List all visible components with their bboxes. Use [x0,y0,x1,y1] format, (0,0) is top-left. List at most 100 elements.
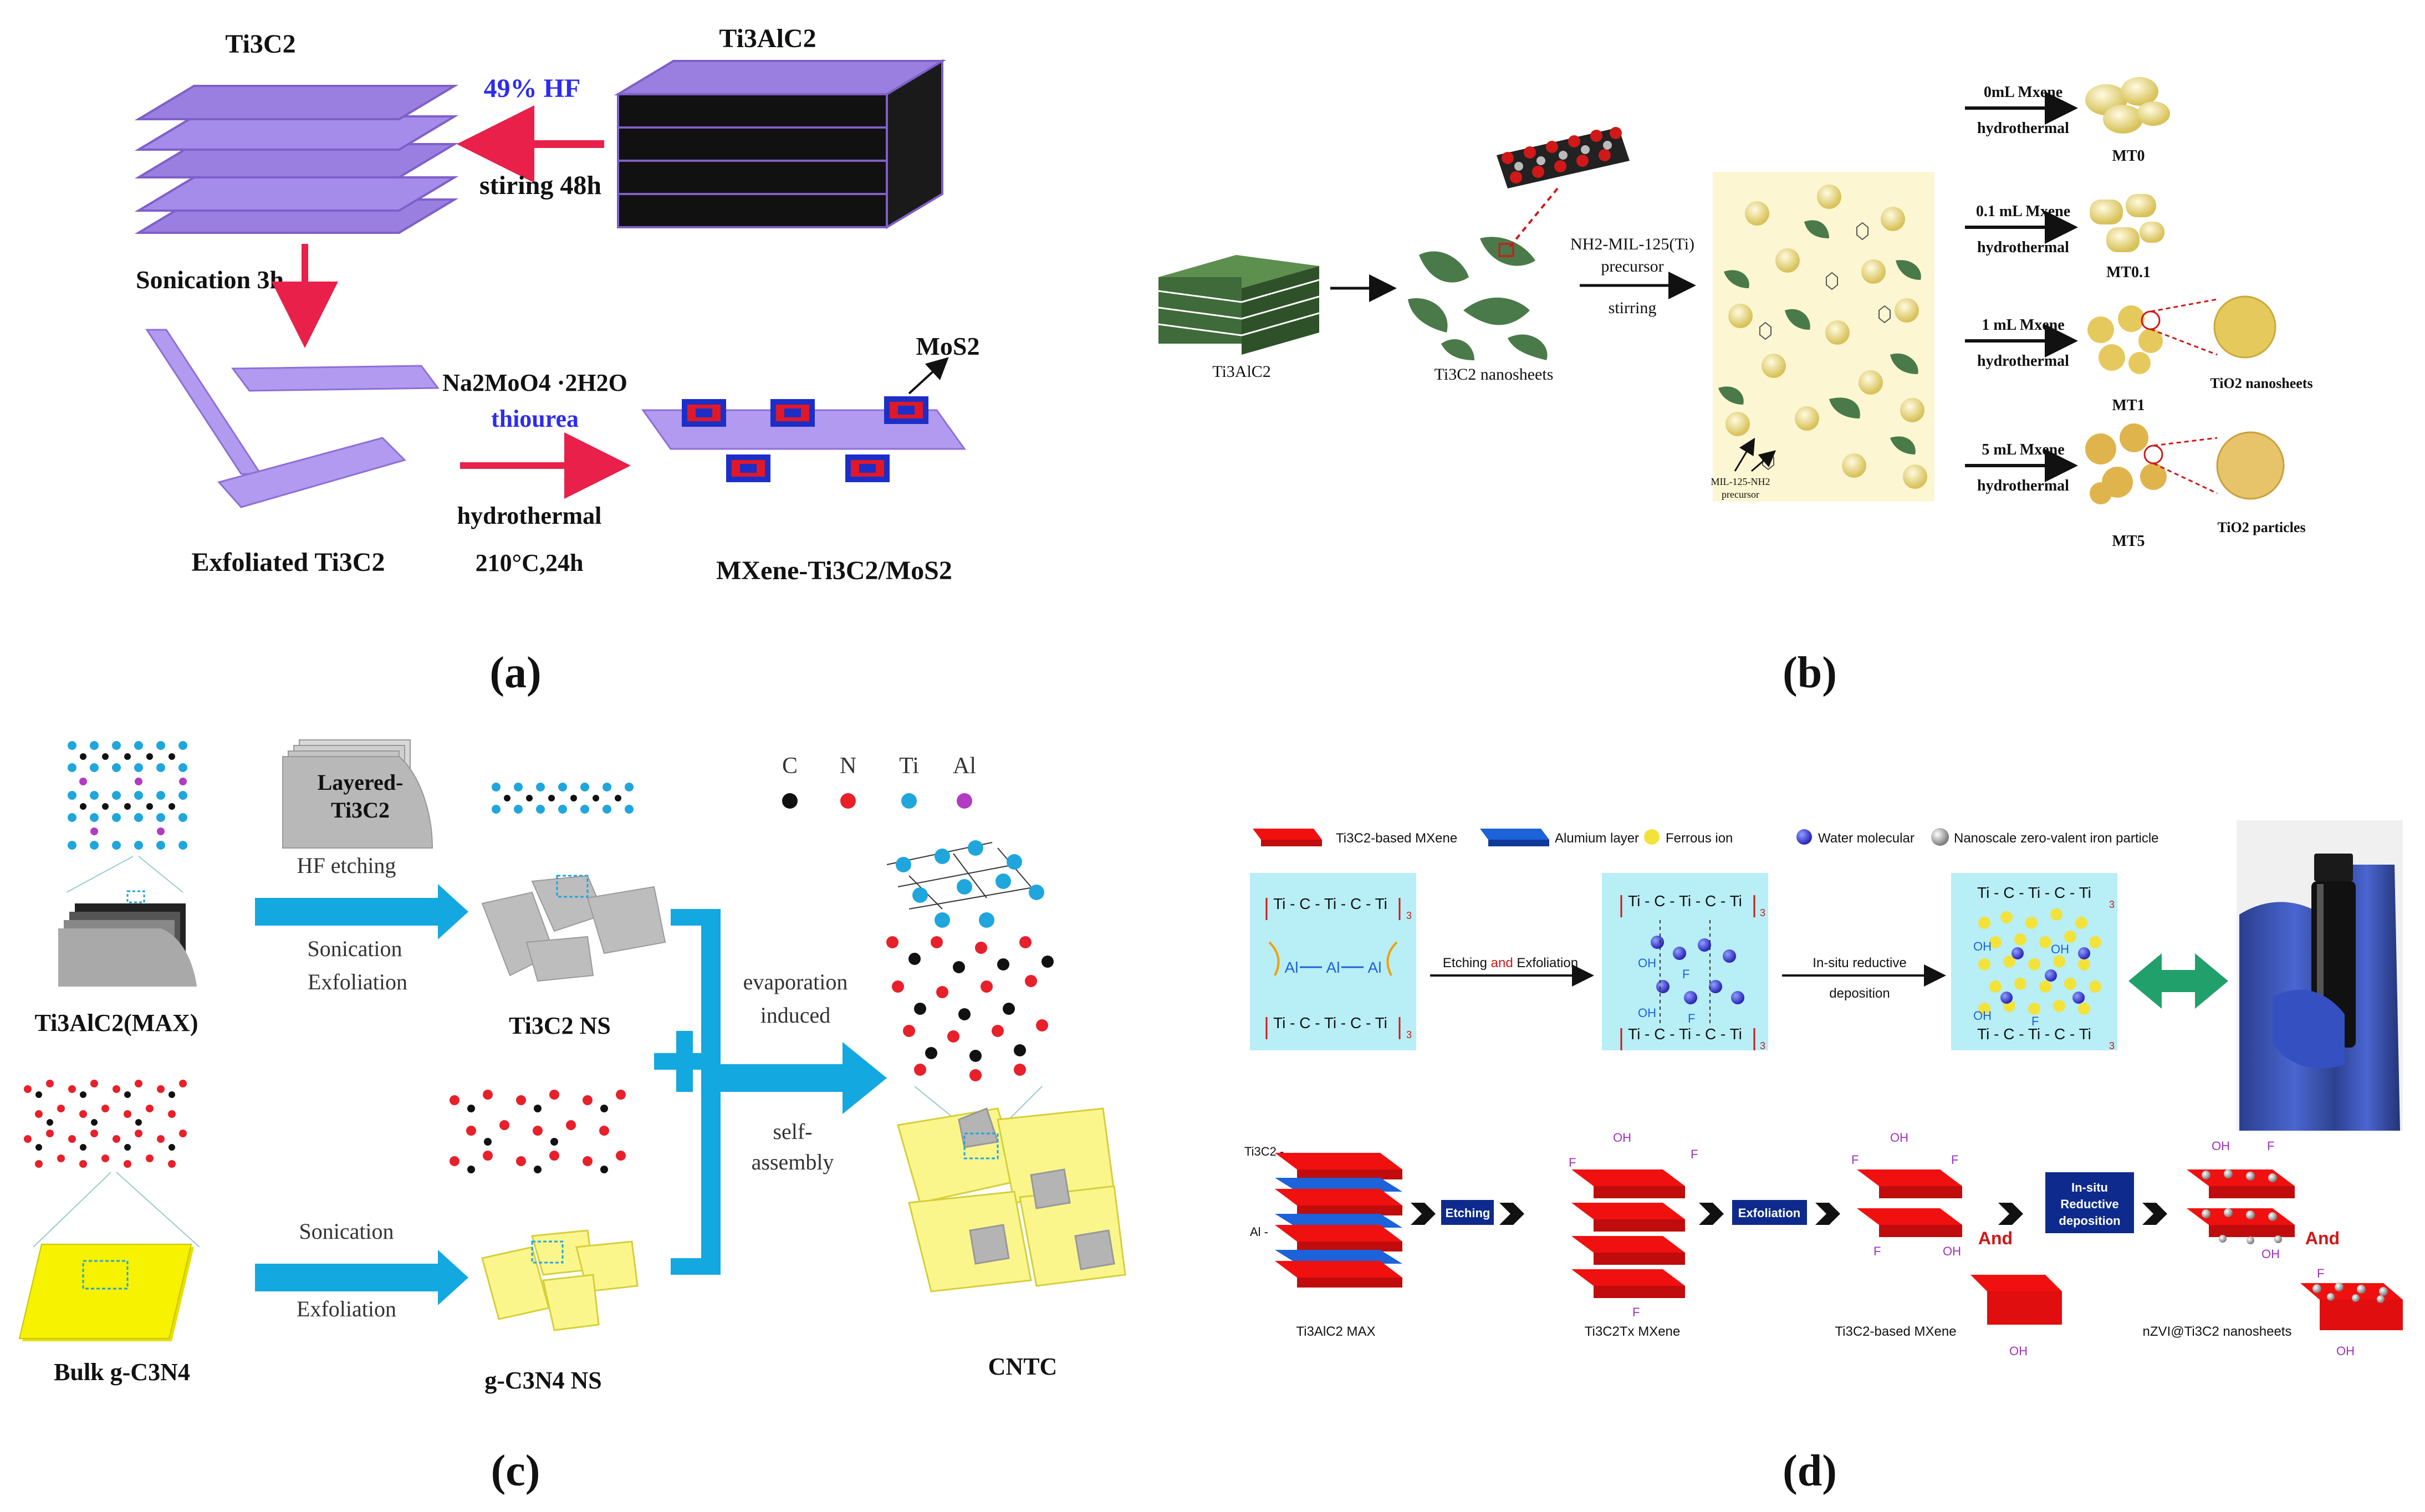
svg-text:hydrothermal: hydrothermal [1977,353,2069,370]
nanosheets-label: Ti3C2 nanosheets [1434,365,1554,384]
silver-ball-icon [1931,828,1949,846]
svg-text:hydrothermal: hydrothermal [1977,239,2069,256]
d-legend: Ti3C2-based MXene Alumium layer Ferrous … [1253,828,2159,846]
stirring-label: stiring 48h [479,171,601,200]
mil-crystal [1497,127,1630,188]
red-slab-icon [1253,829,1322,840]
svg-text:0mL Mxene: 0mL Mxene [1984,84,2062,101]
svg-text:3: 3 [1406,910,1412,921]
c-exfoliation-label: Exfoliation [308,969,407,994]
panel-d: Ti3C2-based MXene Alumium layer Ferrous … [1244,820,2403,1495]
max-zoom-line [66,856,134,893]
mos2-pointer [908,357,949,395]
c-sonication-label: Sonication [307,936,402,961]
mil-arrow-1 [1734,437,1755,472]
svg-text:F: F [2317,1266,2324,1280]
svg-text:Ti - C - Ti - C - Ti: Ti - C - Ti - C - Ti [1273,895,1387,912]
temp-label: 210°C,24h [476,549,584,576]
ti3alc2-block [614,59,947,229]
b-ti3alc2-label: Ti3AlC2 [1212,362,1271,381]
svg-text:OH: OH [2212,1139,2230,1153]
svg-text:OH: OH [1613,1131,1631,1145]
water-molecule-icon [1796,829,1812,845]
panel-d-caption: (d) [1783,1447,1837,1495]
svg-text:OH: OH [2261,1247,2280,1261]
insitu-label-1: In-situ reductive [1813,956,1906,970]
svg-text:Ti3C2 -: Ti3C2 - [1244,1145,1284,1158]
d-chevron-3 [1699,1203,1724,1225]
precursor-label-1: NH2-MIL-125(Ti) [1570,235,1694,253]
exfoliated-sheets [145,329,440,508]
mil-label-2: precursor [1722,489,1759,500]
ti3c2-ns-sheets [481,875,666,982]
product-label: MXene-Ti3C2/MoS2 [716,556,952,585]
sonication-label: Sonication 3h [136,265,284,294]
vial-photo [2237,820,2403,1131]
svg-text:F: F [1632,1305,1640,1319]
cntc-lattice [886,840,1054,1081]
svg-text:Nanoscale zero-valent iron par: Nanoscale zero-valent iron particle [1954,831,2159,846]
merge-bracket [671,909,721,1275]
svg-text:F: F [2267,1139,2274,1153]
svg-text:And: And [2305,1228,2340,1248]
d-chevron-4 [1815,1203,1840,1225]
ti3c2-nanosheets [1408,237,1548,360]
svg-text:C: C [782,753,798,779]
svg-text:Ti - C - Ti - C - Ti: Ti - C - Ti - C - Ti [1273,1014,1387,1031]
d-exfoliated-stack: OH F F F OH And OH [1851,1131,2062,1358]
thiourea-label: thiourea [491,405,579,432]
condition-mt0: 0mL Mxene hydrothermal MT0 [1965,77,2170,165]
svg-text:3: 3 [1760,907,1765,918]
legend-ti-dot [901,793,917,809]
svg-text:0.1 mL Mxene: 0.1 mL Mxene [1976,203,2070,220]
svg-text:F: F [1873,1244,1881,1258]
svg-text:N: N [840,753,856,779]
c-exfoliation2-label: Exfoliation [297,1296,396,1321]
mos2-clusters [682,396,928,482]
cntc-label: CNTC [988,1353,1058,1380]
etching-and-exfoliation: Etching and Exfoliation [1443,956,1578,970]
d-box-mxene: Ti - C - Ti - C - Ti Ti - C - Ti - C - T… [1602,873,1768,1051]
svg-text:Ti3C2-based MXene: Ti3C2-based MXene [1336,831,1457,846]
svg-text:F: F [1682,967,1689,981]
svg-text:3: 3 [2109,899,2115,910]
d-box-max: Ti - C - Ti - C - Ti Ti - C - Ti - C - T… [1250,873,1416,1050]
svg-text:F: F [1688,1012,1695,1025]
cntc-sheets [897,1107,1126,1293]
svg-text:Ti - C - Ti - C - Ti: Ti - C - Ti - C - Ti [1977,884,2091,901]
svg-text:OH: OH [2336,1344,2355,1358]
d-chevron-1 [1411,1203,1436,1225]
legend-al-dot [957,793,972,809]
tio2-particles-label: TiO2 particles [2217,519,2305,535]
d-mxene-label: Ti3C2Tx MXene [1585,1324,1681,1339]
svg-text:Al: Al [1326,959,1340,976]
svg-text:MT0.1: MT0.1 [2106,264,2151,281]
svg-text:hydrothermal: hydrothermal [1977,477,2069,494]
gc3n4-ns-lattice [450,1090,626,1173]
exfoliation-box [1732,1200,1807,1225]
svg-text:F: F [1691,1147,1698,1161]
reaction-sheets [1718,220,1921,454]
layered-ti3c2 [282,739,433,849]
d-chevron-5 [1998,1203,2023,1225]
svg-text:OH: OH [2009,1344,2028,1358]
svg-text:OH: OH [2051,942,2069,956]
c-sonication2-label: Sonication [299,1219,394,1244]
svg-text:OH: OH [1638,1006,1656,1020]
c-legend: C N Ti Al [782,753,976,809]
svg-text:F: F [1851,1153,1859,1167]
svg-text:Reductive: Reductive [2060,1197,2118,1211]
hydrothermal-label: hydrothermal [457,502,602,529]
mos2-label: MoS2 [916,332,980,360]
c-arrow-top [255,884,468,939]
d-box-nzvi: Ti - C - Ti - C - Ti Ti - C - Ti - C - T… [1951,873,2117,1051]
svg-text:F: F [1569,1156,1576,1169]
d-chevron-2 [1499,1203,1524,1225]
evaporation-label-1: evaporation [743,969,848,994]
svg-text:F: F [1951,1153,1958,1167]
svg-text:Ti - C - Ti - C - Ti: Ti - C - Ti - C - Ti [1977,1025,2091,1043]
ti3alc2-label: Ti3AlC2 [719,24,816,53]
mil-pointer-box [1498,243,1514,257]
ti3c2-ns-lattice [492,783,634,814]
